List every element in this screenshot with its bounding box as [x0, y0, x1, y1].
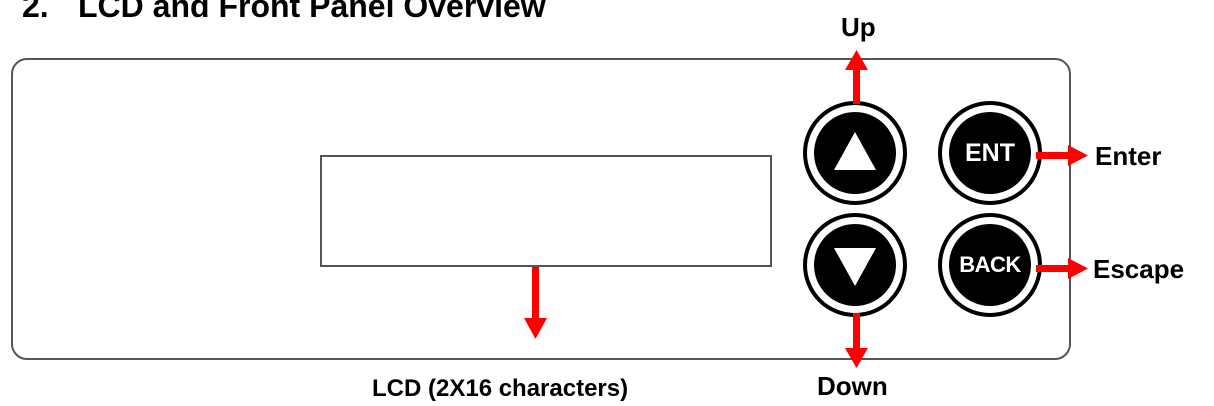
up-button[interactable]: [803, 101, 907, 205]
up-arrow: [845, 50, 868, 104]
up-label: Up: [841, 12, 876, 42]
lcd-caption: LCD (2X16 characters): [372, 375, 629, 402]
enter-button[interactable]: ENT: [938, 101, 1042, 205]
enter-arrow: [1036, 145, 1088, 166]
back-button[interactable]: BACK: [938, 213, 1042, 317]
section-title: LCD and Front Panel Overview: [78, 0, 546, 24]
enter-label: Enter: [1095, 141, 1162, 171]
lcd-arrow: [524, 267, 547, 339]
back-button-label: BACK: [949, 224, 1031, 306]
triangle-up-icon: [834, 132, 876, 170]
escape-label: Escape: [1093, 254, 1185, 284]
enter-button-label: ENT: [949, 112, 1031, 194]
down-label: Down: [817, 371, 888, 401]
escape-arrow: [1036, 258, 1088, 279]
section-number: 2.: [22, 0, 49, 24]
lcd-display: [320, 155, 772, 267]
down-button[interactable]: [803, 213, 907, 317]
down-arrow: [845, 313, 868, 368]
triangle-down-icon: [834, 248, 876, 286]
